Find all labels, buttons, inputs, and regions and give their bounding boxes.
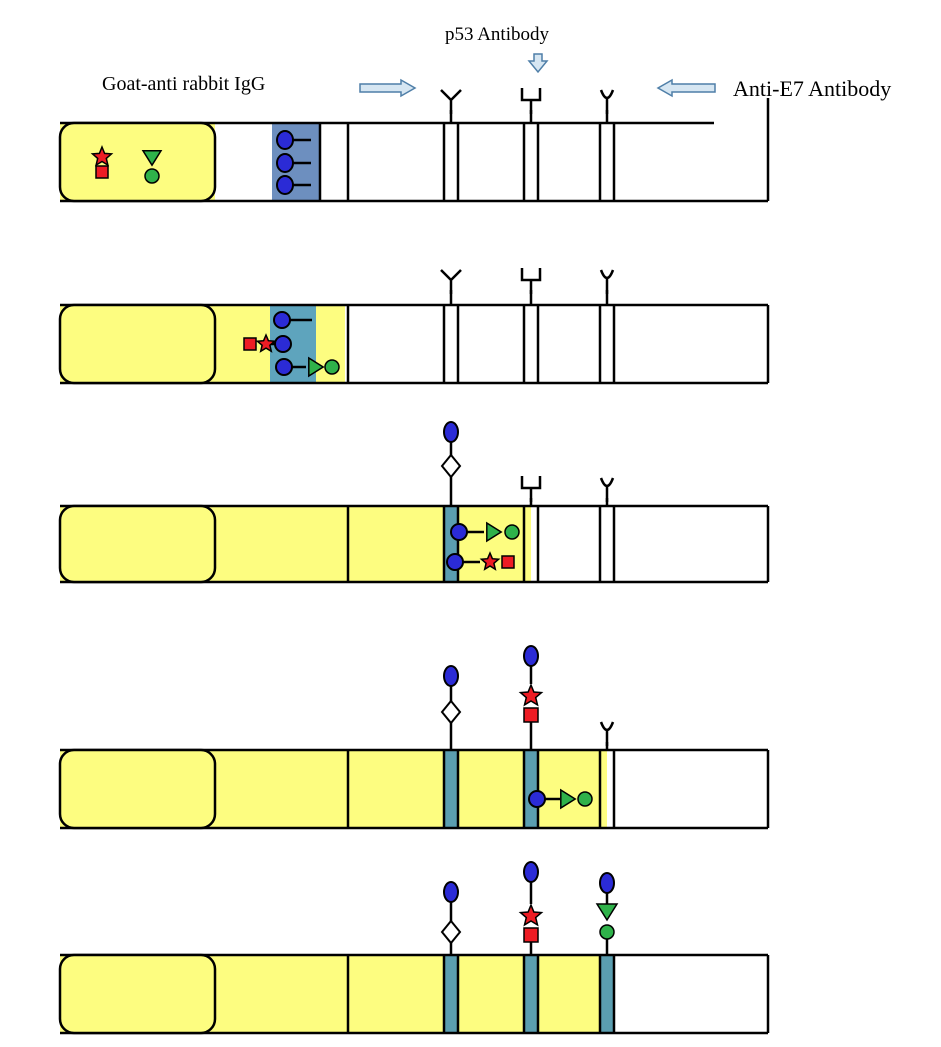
red-square-icon	[523, 927, 539, 943]
green-circle-icon	[599, 924, 615, 940]
capture-band-1	[443, 750, 459, 828]
test-strip-5	[58, 861, 770, 1035]
test-strip-3	[58, 421, 770, 584]
red-star-icon	[518, 903, 544, 927]
anti-e7-antibody-label: Anti-E7 Antibody	[733, 76, 892, 101]
red-star-icon	[90, 145, 114, 167]
blue-antibody-icon	[523, 645, 539, 667]
diamond-icon	[440, 453, 462, 479]
sample-pad	[58, 303, 217, 385]
diamond-icon	[440, 699, 462, 725]
right-arrow-icon-shape	[359, 78, 417, 98]
red-square-icon	[501, 555, 515, 569]
red-square-icon	[243, 337, 257, 351]
red-square-icon	[95, 165, 109, 179]
blue-antibody-icon	[528, 790, 546, 808]
green-circle-icon	[144, 168, 160, 184]
blue-antibody-icon	[599, 872, 615, 894]
blue-antibody-icon	[275, 358, 293, 376]
sample-pad	[58, 504, 217, 584]
blue-antibody-icon	[276, 175, 294, 195]
down-arrow-icon	[527, 53, 549, 74]
left-arrow-icon	[656, 78, 716, 98]
red-star-icon	[255, 333, 277, 353]
goat-anti-rabbit-igg-label: Goat-anti rabbit IgG	[102, 73, 266, 95]
green-triangle-icon	[308, 356, 325, 378]
test-strip-1	[58, 88, 770, 203]
blue-antibody-icon	[523, 861, 539, 883]
down-arrow-shape	[527, 53, 549, 74]
sample-pad	[58, 121, 217, 203]
blue-antibody-icon	[274, 335, 292, 353]
capture-band-2	[523, 750, 539, 828]
blue-antibody-icon	[276, 130, 294, 150]
capture-band-2	[523, 955, 539, 1033]
green-circle-icon	[324, 359, 340, 375]
green-triangle-icon	[595, 903, 619, 922]
red-square-icon	[523, 707, 539, 723]
test-strip-4	[58, 645, 770, 830]
capture-band-3	[599, 955, 615, 1033]
test-strip-2	[58, 268, 770, 385]
green-triangle-icon	[141, 150, 163, 167]
green-triangle-icon	[560, 788, 577, 810]
blue-antibody-icon	[446, 553, 464, 571]
diagram-layer	[58, 53, 770, 1035]
blue-antibody-icon	[443, 421, 459, 443]
blue-antibody-icon	[273, 311, 291, 329]
sample-pad	[58, 953, 217, 1035]
diamond-icon	[440, 919, 462, 945]
green-circle-icon	[504, 524, 520, 540]
right-arrow-icon	[359, 78, 417, 98]
green-circle-icon	[577, 791, 593, 807]
blue-antibody-icon	[276, 153, 294, 173]
blue-antibody-icon	[443, 665, 459, 687]
red-star-icon	[479, 551, 501, 571]
red-star-icon	[518, 683, 544, 707]
capture-band-1	[443, 955, 459, 1033]
left-arrow-icon-shape	[656, 78, 716, 98]
blue-antibody-icon	[443, 881, 459, 903]
p53-antibody-label: p53 Antibody	[445, 24, 549, 45]
green-triangle-icon	[486, 521, 503, 543]
sample-pad	[58, 748, 217, 830]
blue-antibody-icon	[450, 523, 468, 541]
